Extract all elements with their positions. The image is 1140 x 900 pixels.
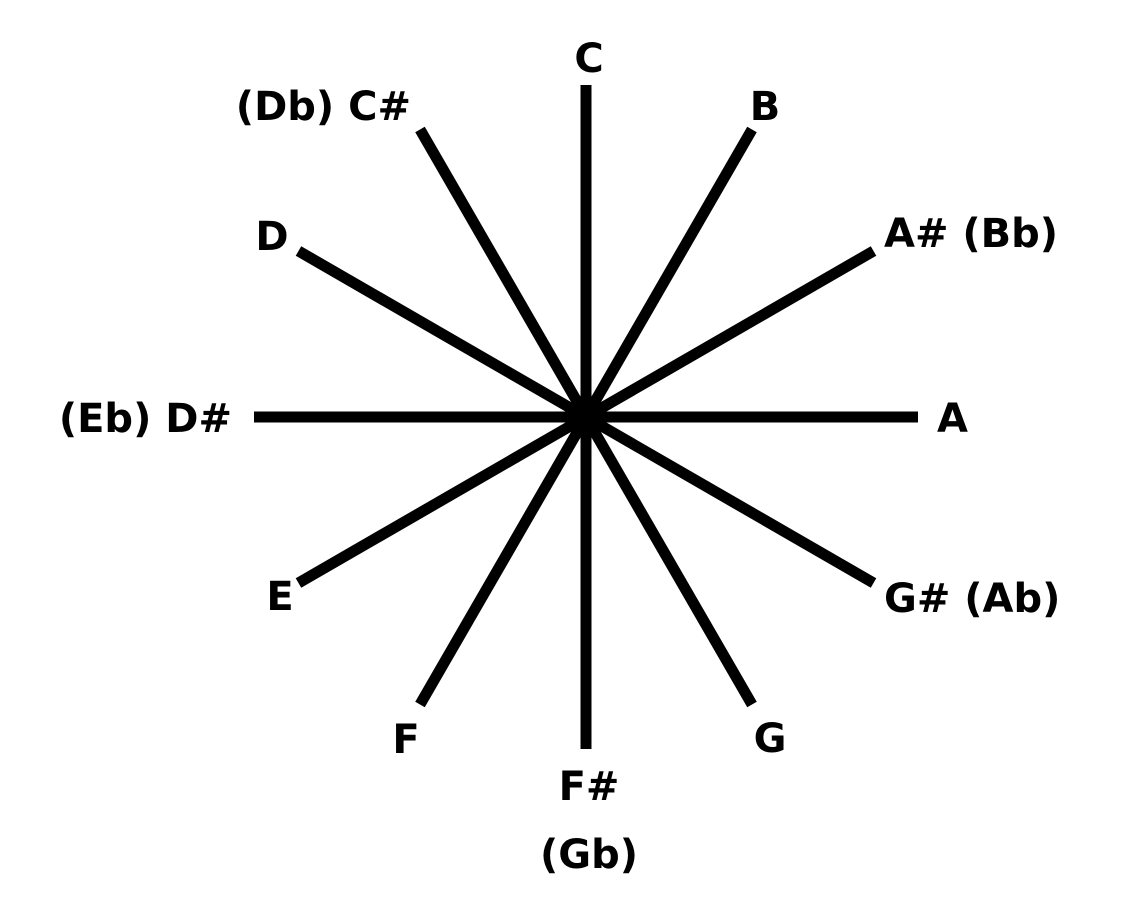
spoke-g	[581, 414, 757, 708]
center-hub	[572, 403, 600, 431]
spokes-group	[254, 85, 918, 749]
label-f: F	[392, 717, 419, 763]
label-g-sharp: G# (Ab)	[884, 576, 1060, 622]
spoke-c-sharp	[415, 126, 591, 420]
labels-group: C B A# (Bb) A G# (Ab) G F# (Gb) F E (Eb) D# D (Db) C…	[59, 36, 1061, 878]
spoke-e	[295, 412, 589, 588]
spoke-g-sharp	[583, 412, 877, 588]
spoke-b	[581, 126, 757, 420]
spoke-f	[415, 414, 591, 708]
label-c: C	[574, 36, 603, 82]
label-a-sharp: A# (Bb)	[884, 211, 1058, 257]
label-a: A	[937, 396, 968, 442]
label-e: E	[266, 574, 293, 620]
spoke-a-sharp	[583, 246, 877, 422]
label-g: G	[754, 716, 787, 762]
label-f-sharp: F#	[559, 764, 620, 810]
spoke-d	[295, 246, 589, 422]
label-c-sharp: (Db) C#	[236, 84, 411, 130]
label-b: B	[750, 84, 781, 130]
label-d: D	[255, 214, 288, 260]
label-f-sharp-alt: (Gb)	[540, 832, 638, 878]
label-d-sharp: (Eb) D#	[59, 396, 232, 442]
